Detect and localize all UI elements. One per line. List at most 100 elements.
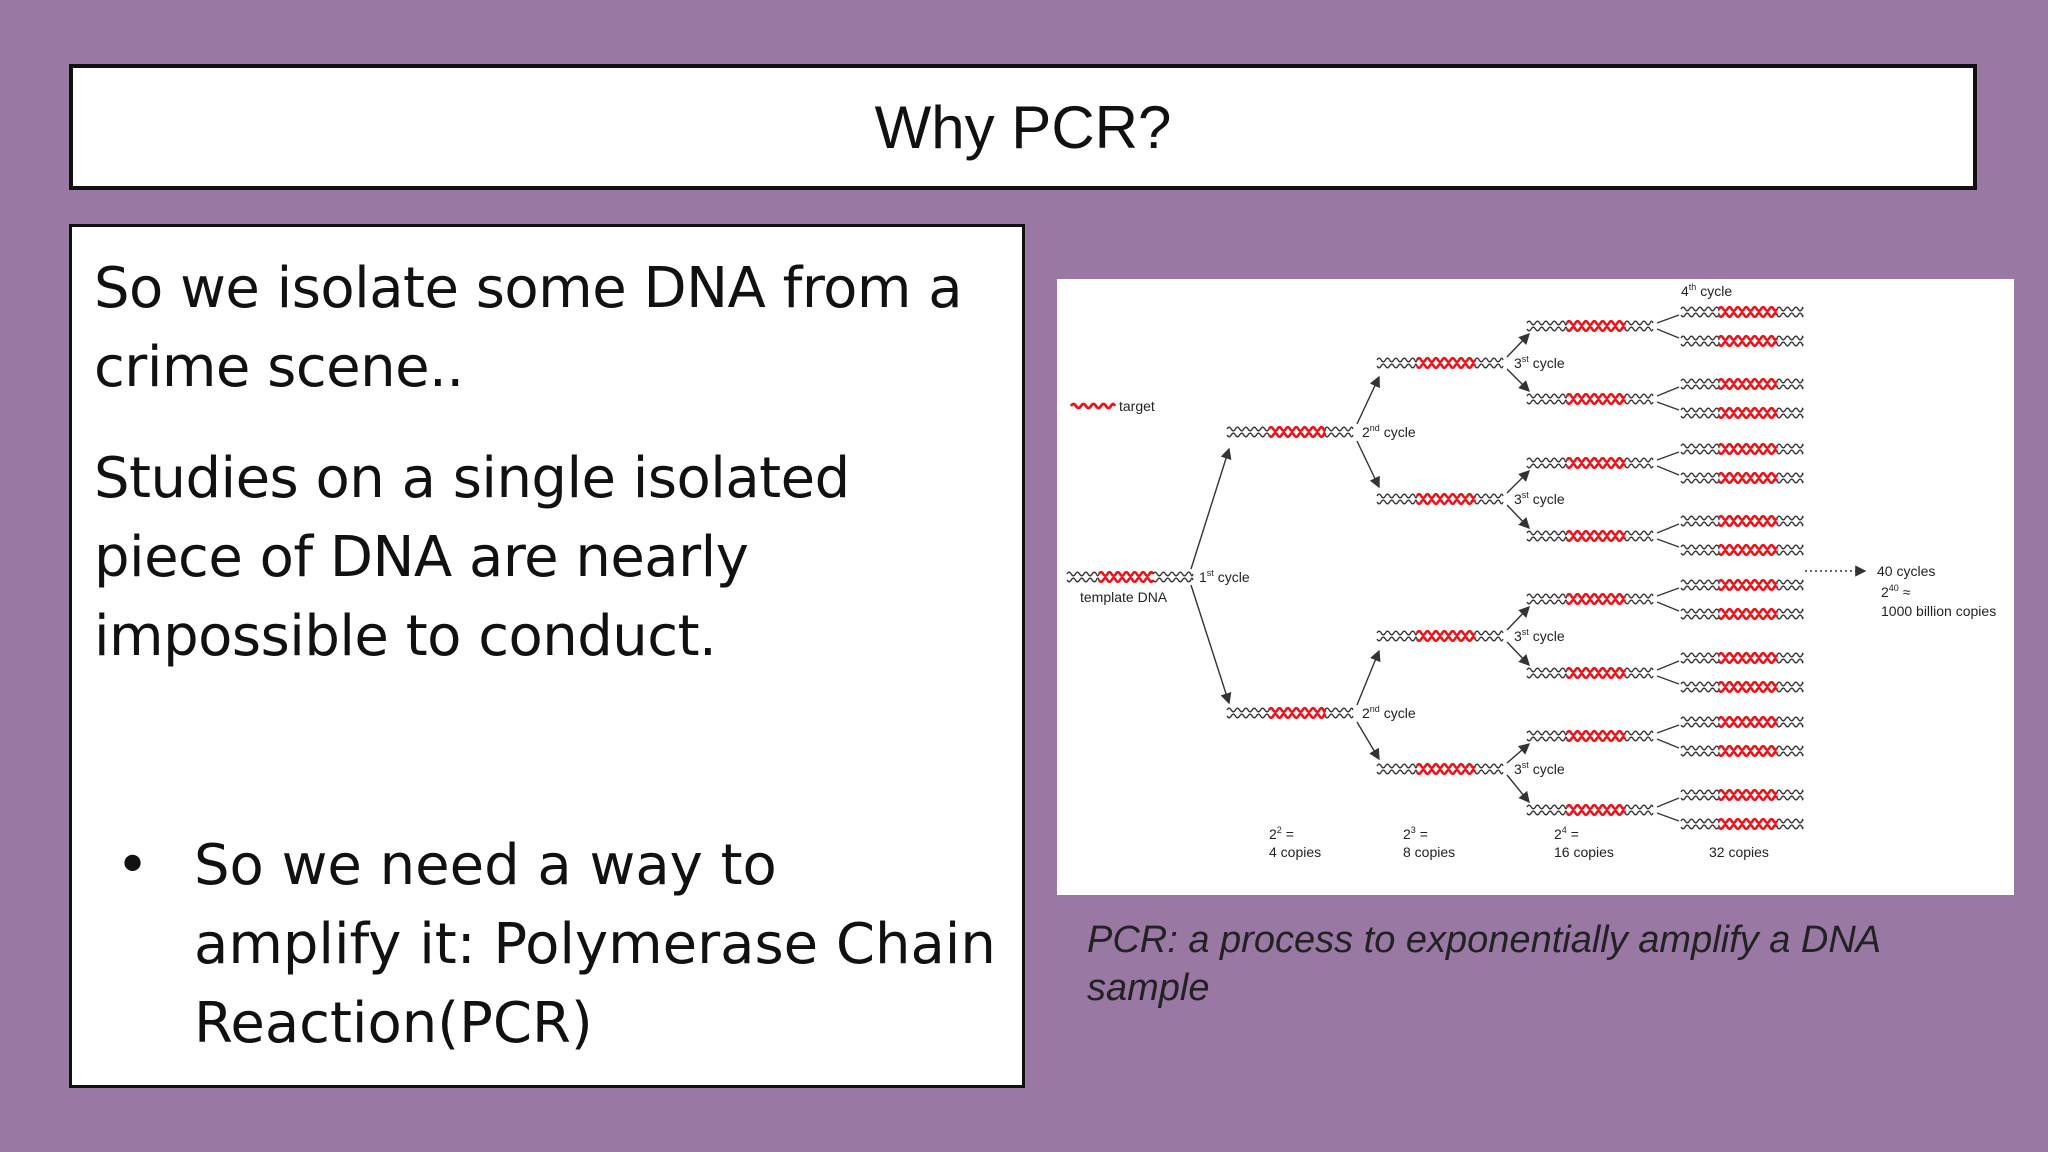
strand-target — [1097, 576, 1155, 584]
strand-flank — [1474, 357, 1504, 363]
forty-cycles-label: 40 cycles — [1877, 563, 1935, 579]
strand-target — [1717, 686, 1779, 694]
strand-flank — [1776, 824, 1804, 830]
strand-flank — [1624, 393, 1654, 399]
branch-cycle4 — [1656, 724, 1680, 734]
strand-flank — [1624, 673, 1654, 679]
strand-flank — [1776, 722, 1804, 728]
copies-count-label: 8 copies — [1403, 844, 1455, 860]
strand-flank — [1776, 378, 1804, 384]
strand-target — [1565, 735, 1627, 743]
copies-count-label: 32 copies — [1709, 844, 1769, 860]
arrow-cycle3 — [1506, 332, 1530, 358]
arrow-cycle2 — [1356, 440, 1380, 489]
strand-flank — [1680, 789, 1720, 795]
strand-flank — [1474, 763, 1504, 769]
strand-target — [1415, 629, 1477, 637]
bullet-text: So we need a way to amplify it: Polymera… — [194, 833, 996, 1056]
strand-target — [1717, 311, 1779, 319]
strand-target — [1717, 651, 1779, 659]
strand-target — [1717, 448, 1779, 456]
strand-target — [1565, 529, 1627, 537]
text-box: So we isolate some DNA from a crime scen… — [69, 224, 1025, 1088]
strand-flank — [1526, 599, 1568, 605]
strand-flank — [1526, 393, 1568, 399]
strand-target — [1717, 406, 1779, 414]
arrow-cycle3 — [1506, 743, 1531, 764]
cycle3-label: 3st cycle — [1514, 354, 1565, 371]
slide-title: Why PCR? — [874, 93, 1172, 161]
strand-flank — [1680, 585, 1720, 591]
strand-flank — [1624, 593, 1654, 599]
branch-cycle4 — [1656, 601, 1680, 612]
strand-target — [1565, 392, 1627, 400]
strand-flank — [1474, 636, 1504, 642]
strand-flank — [1624, 399, 1654, 405]
strand-flank — [1226, 426, 1270, 432]
strand-target — [1717, 750, 1779, 758]
cycle2-label: 2nd cycle — [1362, 423, 1416, 440]
cycle4-product — [1680, 334, 1804, 348]
cycle3-product — [1526, 529, 1654, 543]
cycle3-product — [1526, 392, 1654, 406]
cycle4-product — [1680, 377, 1804, 391]
strand-flank — [1776, 789, 1804, 795]
strand-flank — [1152, 577, 1194, 583]
strand-flank — [1624, 667, 1654, 673]
strand-flank — [1680, 312, 1720, 318]
strand-flank — [1680, 478, 1720, 484]
strand-flank — [1776, 407, 1804, 413]
strand-target — [1717, 607, 1779, 615]
strand-flank — [1474, 769, 1504, 775]
arrow-cycle1-down — [1190, 584, 1232, 705]
cycle4-product — [1680, 305, 1804, 319]
strand-target — [1565, 398, 1627, 406]
strand-flank — [1324, 426, 1354, 432]
strand-flank — [1624, 320, 1654, 326]
arrow-cycle2 — [1356, 649, 1381, 706]
copies-power-label: 24 = — [1554, 825, 1579, 842]
cycle4-product — [1680, 817, 1804, 831]
arrow-cycle1-up — [1190, 447, 1232, 570]
strand-target — [1717, 514, 1779, 522]
strand-flank — [1776, 544, 1804, 550]
branch-cycle4 — [1656, 465, 1680, 476]
strand-flank — [1526, 673, 1568, 679]
cycle4-product — [1680, 651, 1804, 665]
branch-cycle4 — [1656, 523, 1680, 534]
strand-flank — [1776, 306, 1804, 312]
cycle3-product — [1526, 729, 1654, 743]
strand-flank — [1474, 493, 1504, 499]
strand-flank — [1680, 341, 1720, 347]
strand-target — [1717, 383, 1779, 391]
strand-flank — [1680, 658, 1720, 664]
strand-target — [1717, 520, 1779, 528]
strand-target — [1717, 715, 1779, 723]
strand-target — [1097, 570, 1155, 578]
strand-flank — [1680, 795, 1720, 801]
strand-target — [1717, 442, 1779, 450]
strand-flank — [1680, 521, 1720, 527]
cycle4-product — [1680, 578, 1804, 592]
strand-target — [1415, 356, 1477, 364]
arrow-cycle3 — [1506, 605, 1530, 631]
strand-flank — [1680, 515, 1720, 521]
strand-flank — [1526, 536, 1568, 542]
strand-target — [1717, 471, 1779, 479]
strand-flank — [1680, 608, 1720, 614]
cycle4-product — [1680, 406, 1804, 420]
strand-flank — [1680, 722, 1720, 728]
strand-target — [1717, 477, 1779, 485]
strand-flank — [1680, 716, 1720, 722]
strand-flank — [1680, 751, 1720, 757]
strand-flank — [1680, 472, 1720, 478]
template-dna-label: template DNA — [1080, 589, 1168, 605]
copies-count-label: 16 copies — [1554, 844, 1614, 860]
strand-flank — [1226, 707, 1270, 713]
cycle4-product — [1680, 715, 1804, 729]
strand-flank — [1624, 326, 1654, 332]
strand-target — [1415, 635, 1477, 643]
strand-target — [1717, 823, 1779, 831]
strand-flank — [1776, 521, 1804, 527]
